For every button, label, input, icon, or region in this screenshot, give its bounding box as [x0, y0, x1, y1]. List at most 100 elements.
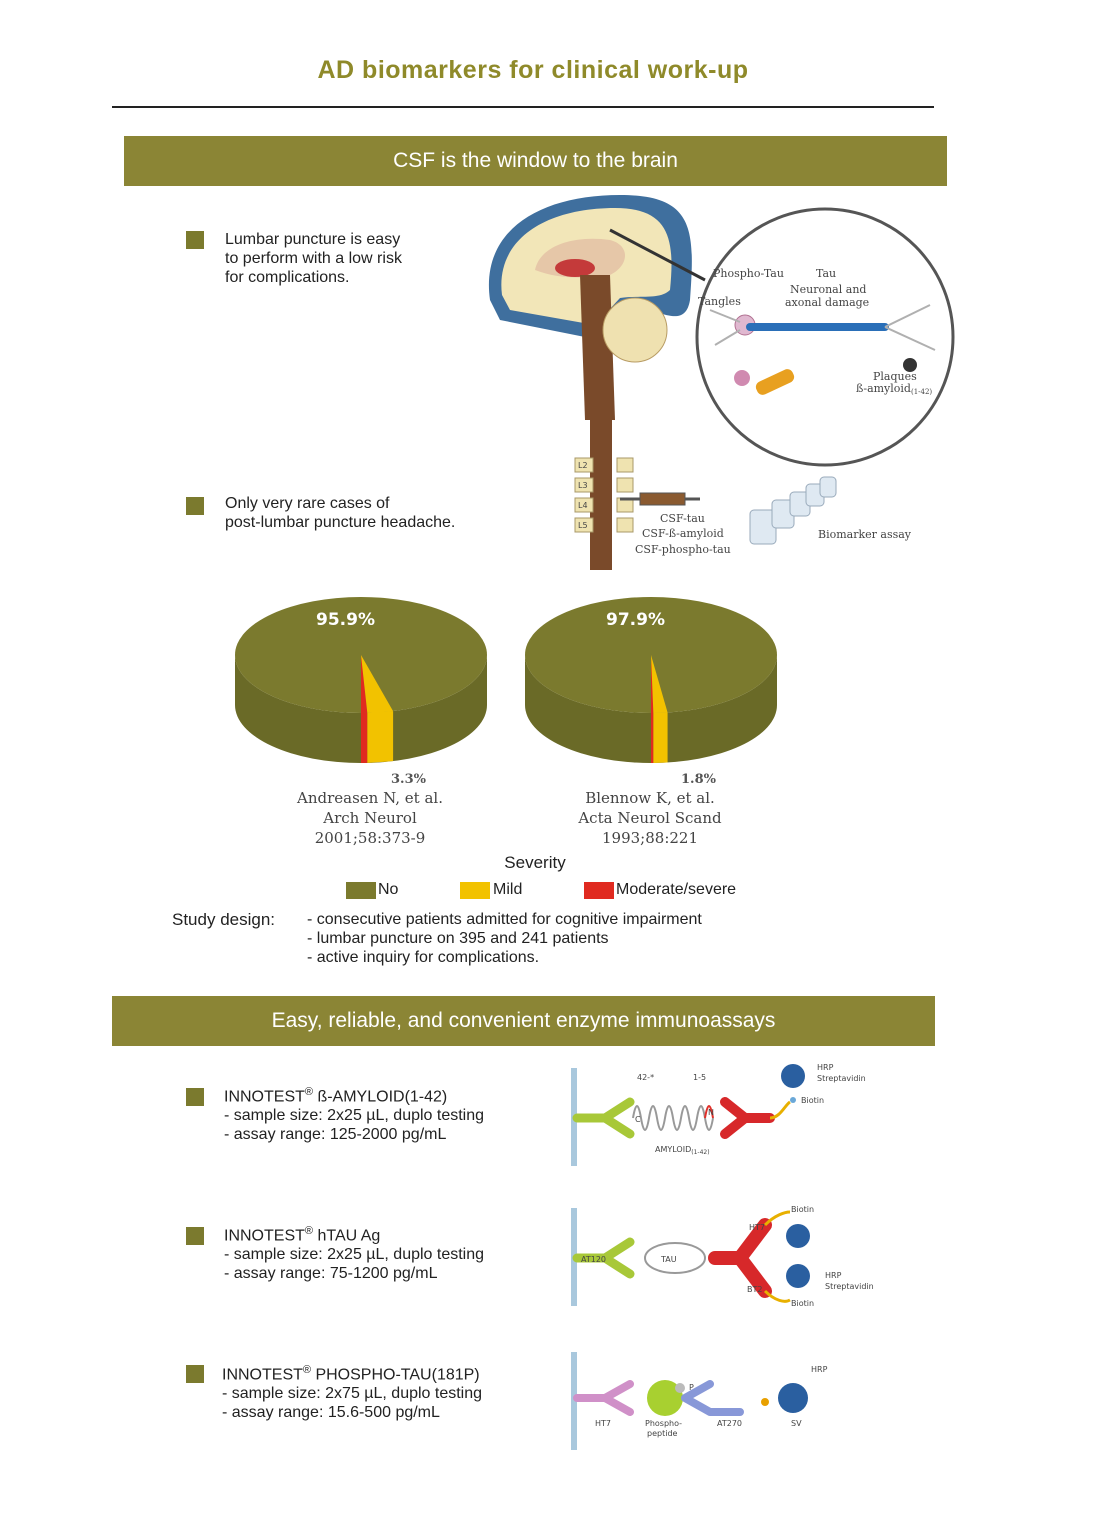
label-peptide: peptide: [647, 1429, 678, 1438]
assay-title: INNOTEST® PHOSPHO-TAU(181P): [222, 1364, 480, 1384]
vessel: [755, 369, 795, 395]
pie-label-no: 95.9%: [316, 610, 375, 630]
chart-caption-andreasen: Andreasen N, et al. Arch Neurol 2001;58:…: [270, 788, 470, 848]
legend-label-moderate: Moderate/severe: [616, 881, 737, 898]
assay-title: INNOTEST® ß-AMYLOID(1-42): [224, 1086, 448, 1106]
section-header-immunoassays: Easy, reliable, and convenient enzyme im…: [112, 996, 935, 1046]
section-header-csf: CSF is the window to the brain: [124, 136, 947, 186]
label-neuronal: Neuronal and: [790, 283, 866, 296]
bullet-line: for complications.: [225, 269, 350, 286]
label-streptavidin: Streptavidin: [817, 1074, 866, 1083]
label-ht7: HT7: [749, 1223, 765, 1232]
label-hrp: HRP: [811, 1365, 828, 1374]
label-phosphate: P: [689, 1383, 694, 1392]
pie-slice-moderate: [651, 655, 654, 713]
legend-swatch-moderate: [584, 882, 614, 899]
label-biotin: Biotin: [791, 1299, 814, 1308]
assay-htau: INNOTEST® hTAU Ag - sample size: 2x25 µL…: [224, 1222, 484, 1283]
assay-diagram-htau: AT120 TAU HT7 BT2 Biotin Biotin HRP Stre…: [571, 1205, 874, 1308]
assay-title: INNOTEST® hTAU Ag: [224, 1225, 381, 1245]
caption-line: 2001;58:373-9: [314, 829, 426, 847]
pie-slice-moderate-side: [361, 712, 368, 763]
label-epitope-42: 42-*: [637, 1073, 654, 1082]
label-hrp: HRP: [817, 1063, 834, 1072]
label-at120: AT120: [581, 1255, 606, 1264]
biomarker-cups: [749, 476, 837, 545]
label-phospho-tau: Phospho-Tau: [713, 267, 784, 280]
brain-core: [555, 259, 595, 277]
label-csf-tau: CSF-tau: [660, 512, 705, 525]
plaque: [903, 358, 917, 372]
caption-line: Acta Neurol Scand: [578, 809, 722, 827]
label-csf-phospho-tau: CSF-phospho-tau: [635, 543, 731, 556]
bullet-line: Lumbar puncture is easy: [225, 231, 401, 248]
label-phospho: Phospho-: [645, 1419, 682, 1428]
study-design-item: - consecutive patients admitted for cogn…: [307, 911, 702, 928]
caption-line: Andreasen N, et al.: [297, 789, 443, 807]
assay-amyloid: INNOTEST® ß-AMYLOID(1-42) - sample size:…: [224, 1083, 484, 1144]
assay-diagram-phospho-tau: HT7 Phospho- peptide P AT270 SV HRP: [571, 1352, 828, 1450]
bullet-square: [186, 231, 204, 249]
caption-line: Blennow K, et al.: [585, 789, 715, 807]
magnifier-circle: [695, 207, 955, 467]
brain-csf-illustration: Phospho-Tau Tau Tangles Neuronal and axo…: [488, 195, 955, 570]
label-epitope-1-5: 1-5: [693, 1073, 706, 1082]
assay-sample-size: - sample size: 2x25 µL, duplo testing: [224, 1246, 485, 1264]
bullet-square: [186, 1227, 204, 1245]
assay-diagram-amyloid: 42-* 1-5 C N AMYLOID(1-42) HRP Streptavi…: [571, 1063, 866, 1166]
label-amyloid: AMYLOID(1-42): [655, 1145, 710, 1156]
caption-line: 1993;88:221: [602, 829, 698, 847]
pie-slice-mild-side: [367, 711, 394, 763]
label-tau: TAU: [660, 1255, 677, 1264]
label-streptavidin: Streptavidin: [825, 1282, 874, 1291]
label-hrp: HRP: [825, 1271, 842, 1280]
bullet-line: post-lumbar puncture headache.: [225, 514, 456, 531]
label-sv: SV: [791, 1419, 802, 1428]
pie-side: [235, 655, 487, 763]
chart-caption-blennow: Blennow K, et al. Acta Neurol Scand 1993…: [550, 788, 750, 848]
label-tangles: Tangles: [698, 295, 741, 308]
label-c-terminus: C: [635, 1115, 641, 1124]
pie-slice-mild: [651, 655, 668, 713]
label-biomarker-assay: Biomarker assay: [818, 528, 912, 541]
study-design-label: Study design:: [172, 910, 276, 929]
bullet-square: [186, 497, 204, 515]
assay-sample-size: - sample size: 2x25 µL, duplo testing: [224, 1107, 485, 1125]
label-axonal: axonal damage: [785, 296, 869, 309]
legend-title: Severity: [504, 853, 566, 872]
pie-slice-moderate-side: [651, 712, 654, 763]
spinal-cord: [590, 420, 612, 570]
label-vertebra: L4: [578, 501, 588, 510]
bullet-text-lumbar: Lumbar puncture is easy to perform with …: [225, 230, 402, 287]
label-biotin: Biotin: [791, 1205, 814, 1214]
bullet-square: [186, 1088, 204, 1106]
label-plaques: Plaques: [873, 370, 917, 383]
assay-range: - assay range: 75-1200 pg/mL: [224, 1265, 438, 1283]
assay-sample-size: - sample size: 2x75 µL, duplo testing: [222, 1385, 483, 1403]
page-title: AD biomarkers for clinical work-up: [317, 56, 749, 84]
pie-label-no: 97.9%: [606, 610, 665, 630]
legend-label-no: No: [378, 881, 399, 898]
label-biotin: Biotin: [801, 1096, 824, 1105]
label-ht7: HT7: [595, 1419, 611, 1428]
label-bt2: BT2: [747, 1285, 762, 1294]
brainstem: [580, 275, 615, 420]
pie-slice-mild-side: [653, 712, 668, 763]
legend-label-mild: Mild: [493, 881, 523, 898]
assay-phospho-tau: INNOTEST® PHOSPHO-TAU(181P) - sample siz…: [222, 1361, 482, 1422]
bullet-line: Only very rare cases of: [225, 495, 390, 512]
syringe: [639, 492, 686, 506]
label-amyloid: ß-amyloid(1-42): [856, 382, 932, 396]
bullet-line: to perform with a low risk: [225, 250, 402, 267]
legend-swatch-no: [346, 882, 376, 899]
label-csf-amyloid: CSF-ß-amyloid: [642, 527, 724, 540]
label-vertebra: L2: [578, 461, 588, 470]
pie-label-mild: 3.3%: [391, 772, 427, 785]
neuron-body-2: [734, 370, 750, 386]
pie-slice-mild: [361, 655, 394, 713]
vertebrae: [574, 457, 634, 533]
legend-swatch-mild: [460, 882, 490, 899]
assay-range: - assay range: 15.6-500 pg/mL: [222, 1404, 440, 1422]
bullet-square: [186, 1365, 204, 1383]
label-vertebra: L3: [578, 481, 588, 490]
